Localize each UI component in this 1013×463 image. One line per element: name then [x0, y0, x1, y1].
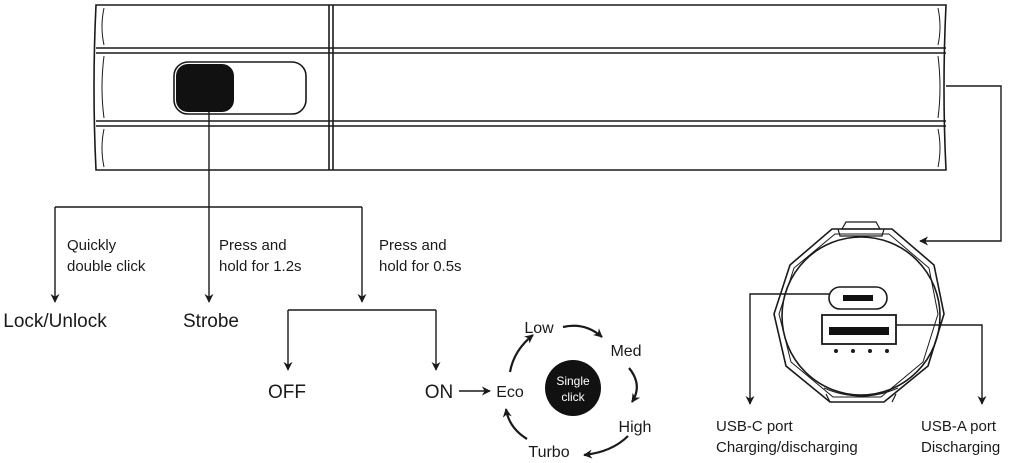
strobe-label: Strobe [183, 311, 239, 332]
off-label: OFF [268, 382, 306, 403]
battery-indicator-dots [834, 349, 889, 353]
double-click-label-line2: double click [67, 258, 146, 275]
usb-a-function: Discharging [921, 439, 1000, 456]
on-label: ON [425, 382, 454, 403]
mode-turbo: Turbo [528, 444, 569, 461]
flashlight-body [93, 4, 947, 171]
usb-a-name: USB-A port [921, 418, 997, 435]
lock-unlock-label: Lock/Unlock [3, 311, 107, 332]
port-callout-lines [745, 293, 987, 405]
hold-short-label-line1: Press and [379, 237, 447, 254]
single-click-center [545, 360, 601, 416]
mode-med: Med [610, 343, 641, 360]
usb-c-port[interactable] [828, 286, 888, 310]
tail-connector [919, 85, 1002, 246]
tail-cap [773, 221, 945, 403]
hold-long-label-line1: Press and [219, 237, 287, 254]
mode-high: High [619, 419, 652, 436]
hold-long-label-line2: hold for 1.2s [219, 258, 302, 275]
mode-eco: Eco [496, 384, 524, 401]
usb-c-name: USB-C port [716, 418, 794, 435]
button-action-lines [50, 112, 491, 396]
mode-cycle-arrows [502, 324, 641, 459]
double-click-label-line1: Quickly [67, 237, 117, 254]
single-click-label-line2: click [561, 390, 585, 404]
power-button[interactable] [173, 61, 307, 115]
usb-a-port[interactable] [821, 314, 897, 345]
mode-low: Low [524, 320, 554, 337]
single-click-label-line1: Single [556, 374, 590, 388]
hold-short-label-line2: hold for 0.5s [379, 258, 462, 275]
usb-c-function: Charging/discharging [716, 439, 858, 456]
